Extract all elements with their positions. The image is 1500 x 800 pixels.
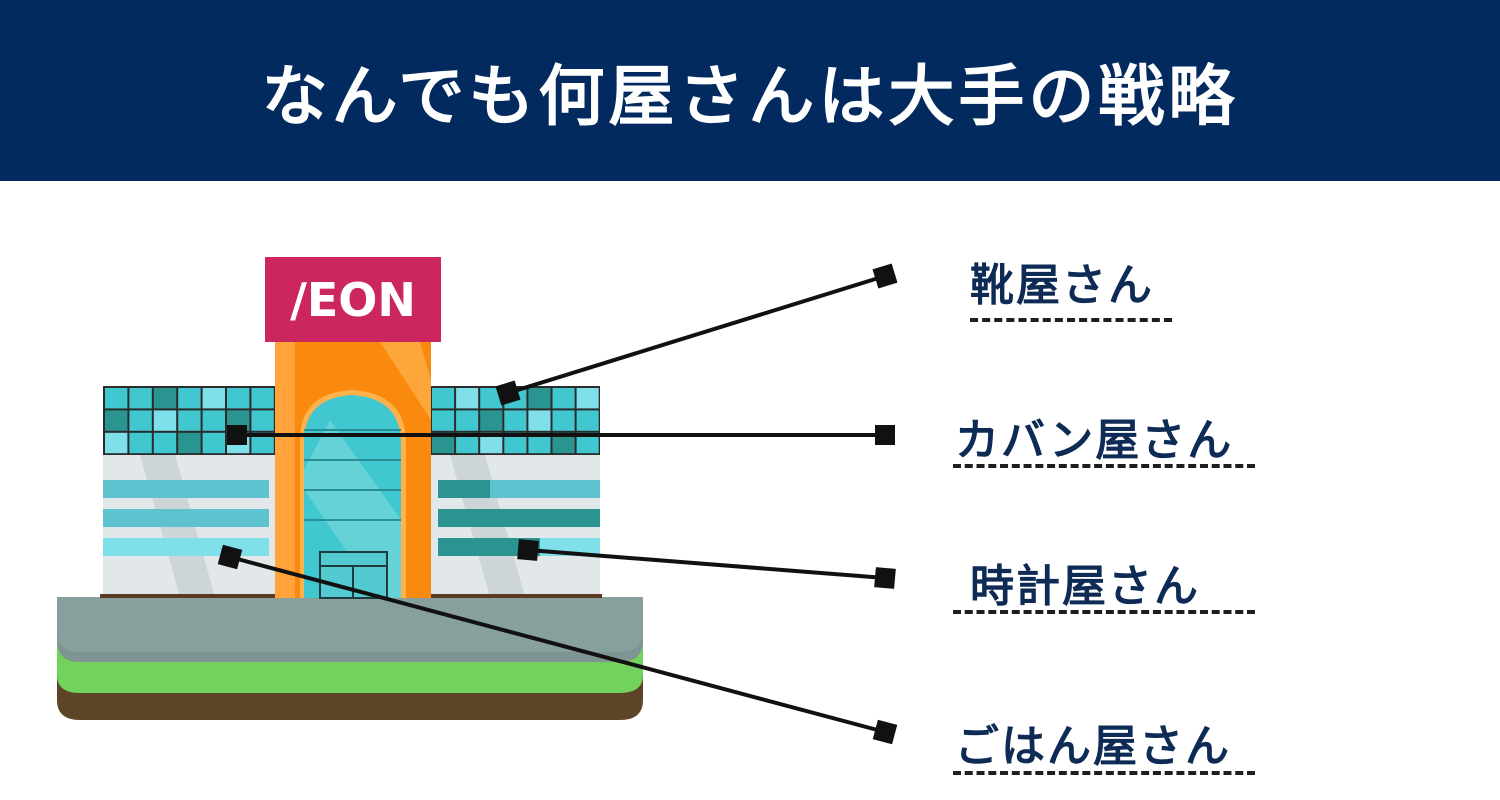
glass-pane (105, 388, 128, 409)
glass-pane (178, 388, 201, 409)
connector-lines (229, 274, 886, 734)
glass-pane (552, 432, 575, 454)
endpoint-marker (874, 567, 896, 589)
glass-pane (178, 410, 201, 431)
glass-pane (456, 388, 479, 409)
glass-pane (456, 432, 479, 454)
connector-line-watches (527, 548, 886, 580)
glass-pane (480, 432, 503, 454)
glass-pane (432, 388, 455, 409)
glass-pane (202, 432, 225, 454)
glass-pane (227, 388, 250, 409)
connector-line-shoes (507, 274, 886, 395)
glass-pane (153, 432, 177, 454)
glass-pane (251, 432, 274, 454)
glass-pane (202, 388, 225, 409)
store-sign: /EON (265, 257, 441, 342)
glass-pane (504, 410, 527, 431)
page-title: なんでも何屋さんは大手の戦略 (261, 57, 1239, 135)
glass-pane (105, 432, 128, 454)
label-watch-store: 時計屋さん (970, 561, 1200, 612)
store-sign-text: /EON (290, 273, 416, 327)
label-underline (970, 318, 1172, 322)
label-underline (953, 464, 1255, 468)
glass-pane (432, 432, 455, 454)
glass-pane (576, 410, 599, 431)
glass-pane (528, 388, 551, 409)
right-glass-grid (432, 388, 599, 454)
endpoint-marker (227, 425, 247, 445)
glass-pane (456, 410, 479, 431)
glass-pane (105, 410, 128, 431)
endpoint-marker (217, 544, 243, 570)
endpoint-marker (875, 425, 895, 445)
connector-endpoints (217, 263, 898, 745)
glass-pane (552, 388, 575, 409)
endpoint-marker (495, 380, 521, 406)
central-tower (275, 342, 431, 599)
glass-pane (202, 410, 225, 431)
glass-pane (504, 432, 527, 454)
label-underline (953, 610, 1255, 614)
endpoint-marker (872, 719, 898, 745)
glass-pane (528, 410, 551, 431)
glass-pane (552, 410, 575, 431)
label-bag-store: カバン屋さん (955, 415, 1234, 466)
header-banner: なんでも何屋さんは大手の戦略 (0, 0, 1500, 181)
glass-pane (251, 388, 274, 409)
connector-line-restaurant (229, 555, 886, 734)
glass-pane (153, 410, 177, 431)
label-underline (953, 771, 1255, 775)
glass-pane (528, 432, 551, 454)
glass-pane (480, 410, 503, 431)
glass-pane (251, 410, 274, 431)
endpoint-marker (517, 539, 539, 561)
endpoint-marker (872, 263, 898, 289)
glass-pane (129, 432, 152, 454)
left-glass-grid (105, 388, 274, 454)
glass-pane (129, 388, 152, 409)
glass-pane (576, 432, 599, 454)
glass-pane (576, 388, 599, 409)
glass-pane (129, 410, 152, 431)
glass-pane (178, 432, 201, 454)
label-shoe-store: 靴屋さん (970, 260, 1154, 311)
glass-pane (432, 410, 455, 431)
glass-pane (153, 388, 177, 409)
glass-pane (480, 388, 503, 409)
label-restaurant: ごはん屋さん (955, 721, 1231, 772)
ground-platform (57, 597, 643, 720)
